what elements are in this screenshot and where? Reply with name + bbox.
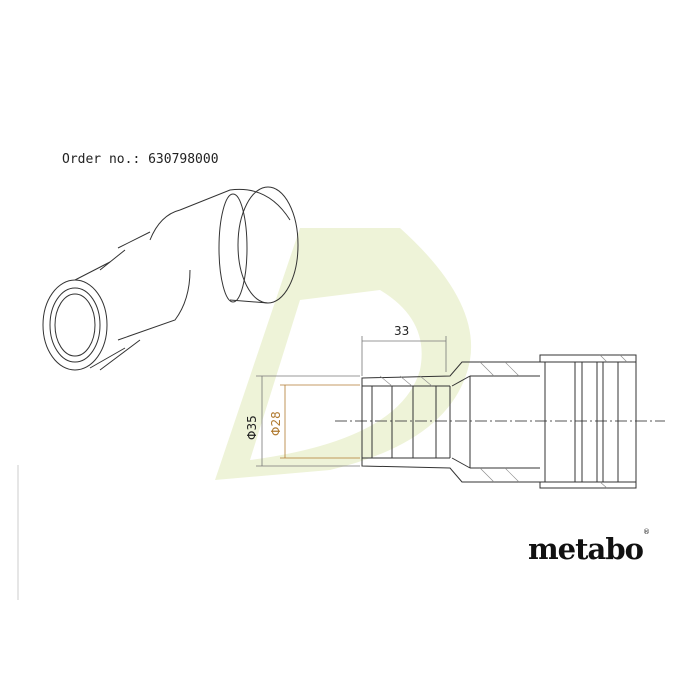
isometric-view: [42, 186, 299, 371]
outer-diameter-label: Φ35: [245, 415, 259, 440]
inner-diameter-label: Φ28: [269, 411, 283, 436]
section-view: [335, 354, 665, 489]
registered-mark: ®: [642, 528, 650, 537]
order-number: Order no.: 630798000: [62, 152, 219, 167]
watermark-shape: [215, 228, 472, 480]
metabo-logo: metabo®: [528, 528, 650, 566]
length-dimension-label: 33: [394, 324, 409, 338]
dimension-28: [280, 384, 360, 459]
dimension-33: [361, 336, 447, 376]
logo-text: metabo: [528, 532, 644, 566]
dimension-35: [256, 375, 360, 467]
